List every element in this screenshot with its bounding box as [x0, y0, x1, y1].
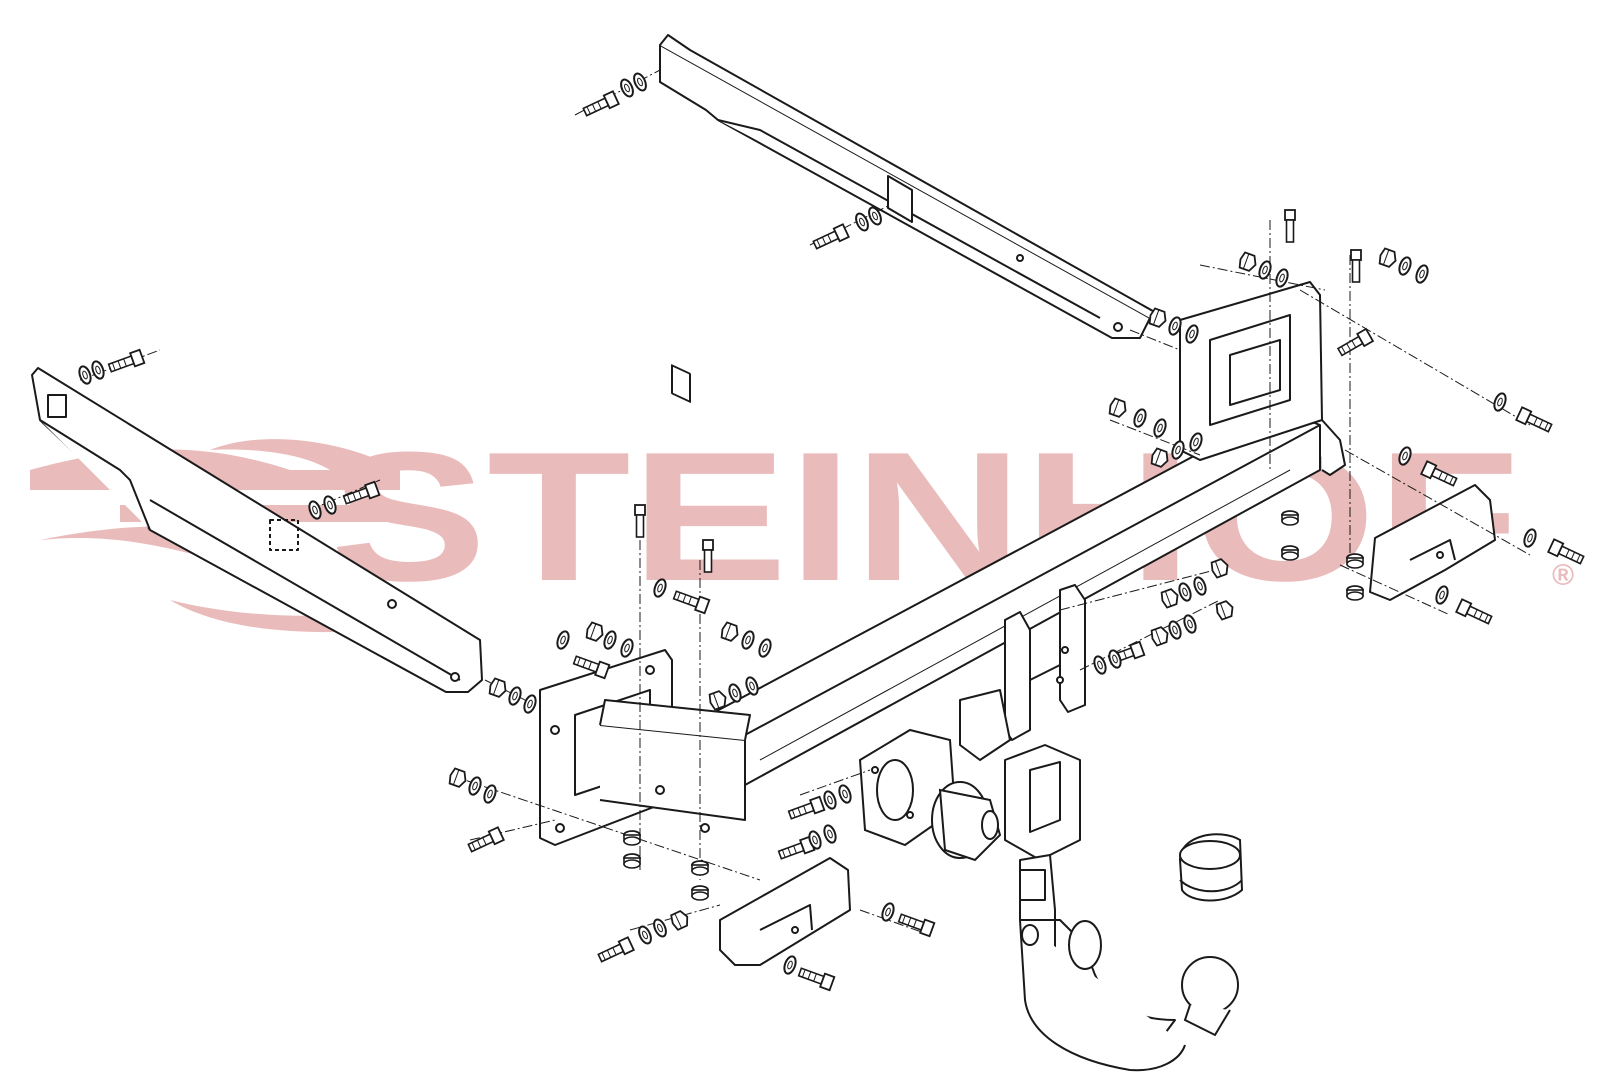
steinhof-wordmark: STEINHOF	[330, 413, 1520, 619]
left-side-rail	[31, 367, 483, 693]
flat-washer	[879, 900, 897, 924]
right-side-bracket	[1369, 484, 1496, 601]
spring-washer	[1091, 653, 1109, 677]
hex-nut	[446, 766, 470, 790]
flat-washer	[521, 692, 539, 716]
hex-nut	[583, 620, 607, 644]
spring-washer	[1396, 254, 1414, 278]
hex-bolt	[596, 936, 635, 966]
flat-washer	[618, 636, 636, 660]
tow-ball	[1181, 956, 1239, 1037]
spring-washer	[739, 628, 757, 652]
flat-washer	[836, 782, 854, 806]
flat-washer	[617, 76, 637, 100]
hex-bolt	[896, 910, 936, 938]
hex-bolt	[811, 223, 850, 253]
tow-ball-cap	[1178, 833, 1244, 902]
hex-nut	[691, 885, 709, 901]
hex-bolt	[786, 795, 826, 823]
hex-bolt	[776, 835, 816, 863]
right-mount-plate	[1179, 281, 1346, 476]
spring-washer	[821, 788, 839, 812]
hex-nut	[691, 860, 709, 876]
hex-nut	[623, 853, 641, 869]
flat-washer	[781, 953, 799, 977]
hex-bolt	[702, 539, 714, 573]
tow-ball-neck	[1019, 854, 1186, 1072]
flat-washer	[1491, 390, 1509, 414]
top-side-rail	[659, 34, 1161, 403]
hex-nut	[718, 620, 742, 644]
hex-nut	[623, 830, 641, 846]
spring-washer	[650, 916, 670, 940]
hex-bolt	[466, 826, 505, 856]
spring-washer	[466, 774, 484, 798]
hex-nut	[1236, 250, 1260, 274]
flat-washer	[554, 628, 572, 652]
hex-bolt	[106, 348, 146, 376]
flat-washer	[756, 636, 774, 660]
flat-washer	[1273, 266, 1291, 290]
hex-nut	[1148, 624, 1172, 648]
hex-bolt	[581, 90, 620, 120]
spring-washer	[1166, 618, 1184, 642]
spring-washer	[89, 358, 107, 382]
flat-washer	[821, 822, 839, 846]
spring-washer	[726, 681, 744, 705]
hex-nut	[1346, 585, 1364, 601]
hex-bolt	[1284, 209, 1296, 243]
hex-bolt	[1350, 249, 1362, 283]
hex-bolt	[1515, 406, 1554, 436]
hex-bolt	[796, 964, 836, 992]
flat-washer	[76, 363, 94, 387]
hex-nut	[1376, 246, 1400, 270]
hex-bolt	[634, 504, 646, 538]
hitch-receiver-bracket	[959, 584, 1086, 761]
spring-washer	[630, 70, 650, 94]
hex-nut	[1281, 545, 1299, 561]
flat-washer	[852, 210, 872, 234]
flat-washer	[743, 674, 761, 698]
hex-nut	[668, 908, 692, 932]
electrical-socket	[931, 781, 1002, 862]
flat-washer	[635, 923, 655, 947]
lower-center-bracket	[719, 857, 851, 966]
spring-washer	[601, 628, 619, 652]
hex-bolt	[1335, 328, 1374, 359]
left-mount-plate	[539, 649, 751, 846]
socket-holder-bracket	[1004, 744, 1081, 861]
hex-nut	[1346, 553, 1364, 569]
hex-nut	[486, 676, 510, 700]
flat-washer	[1413, 262, 1431, 286]
registered-trademark-symbol: ®	[1552, 559, 1574, 592]
steinhof-watermark: STEINHOF ®	[30, 413, 1574, 633]
hex-nut	[1281, 510, 1299, 526]
spring-washer	[506, 684, 524, 708]
flat-washer	[1521, 526, 1539, 550]
